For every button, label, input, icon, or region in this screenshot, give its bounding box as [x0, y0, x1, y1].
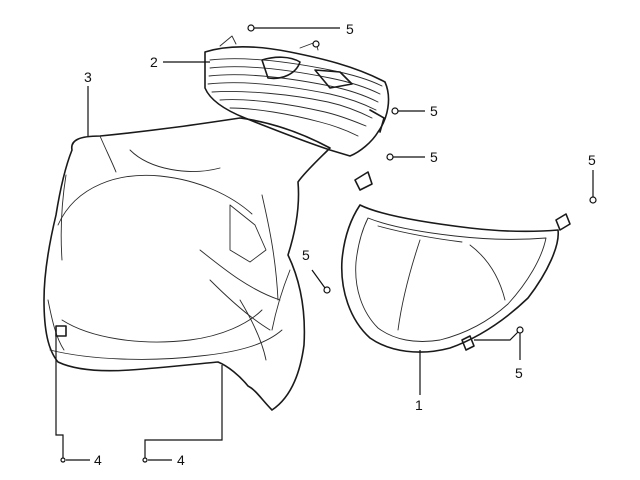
screw-rim-right: [589, 196, 597, 204]
callout-5-rim-top: 5: [430, 149, 438, 165]
callout-4-right: 4: [177, 452, 185, 468]
screw-shield-side: [323, 286, 331, 294]
part-2-headlight-grille: [204, 35, 390, 157]
screw-grille-top: [312, 40, 320, 48]
callout-5-rim-right: 5: [588, 152, 596, 168]
callout-4-left: 4: [94, 452, 102, 468]
screw-grille-right: [391, 107, 399, 115]
pin-right: [142, 457, 148, 463]
part-1-headlight-rim: [340, 171, 571, 353]
callout-5-top: 5: [346, 21, 354, 37]
leader-lines: [55, 27, 594, 461]
screw-rim-top: [386, 153, 394, 161]
callout-labels: 5 2 3 5 5 5 5 5 1 4 4: [84, 21, 596, 468]
screw-top: [247, 24, 255, 32]
callout-5-rim-bottom: 5: [515, 365, 523, 381]
callout-5-grille-right: 5: [430, 103, 438, 119]
callout-2: 2: [150, 54, 158, 70]
part-3-front-shield: [43, 117, 331, 411]
pin-left: [60, 457, 66, 463]
fasteners: [60, 24, 597, 463]
callout-1: 1: [415, 397, 423, 413]
callout-3: 3: [84, 69, 92, 85]
callout-5-shield-side: 5: [302, 247, 310, 263]
